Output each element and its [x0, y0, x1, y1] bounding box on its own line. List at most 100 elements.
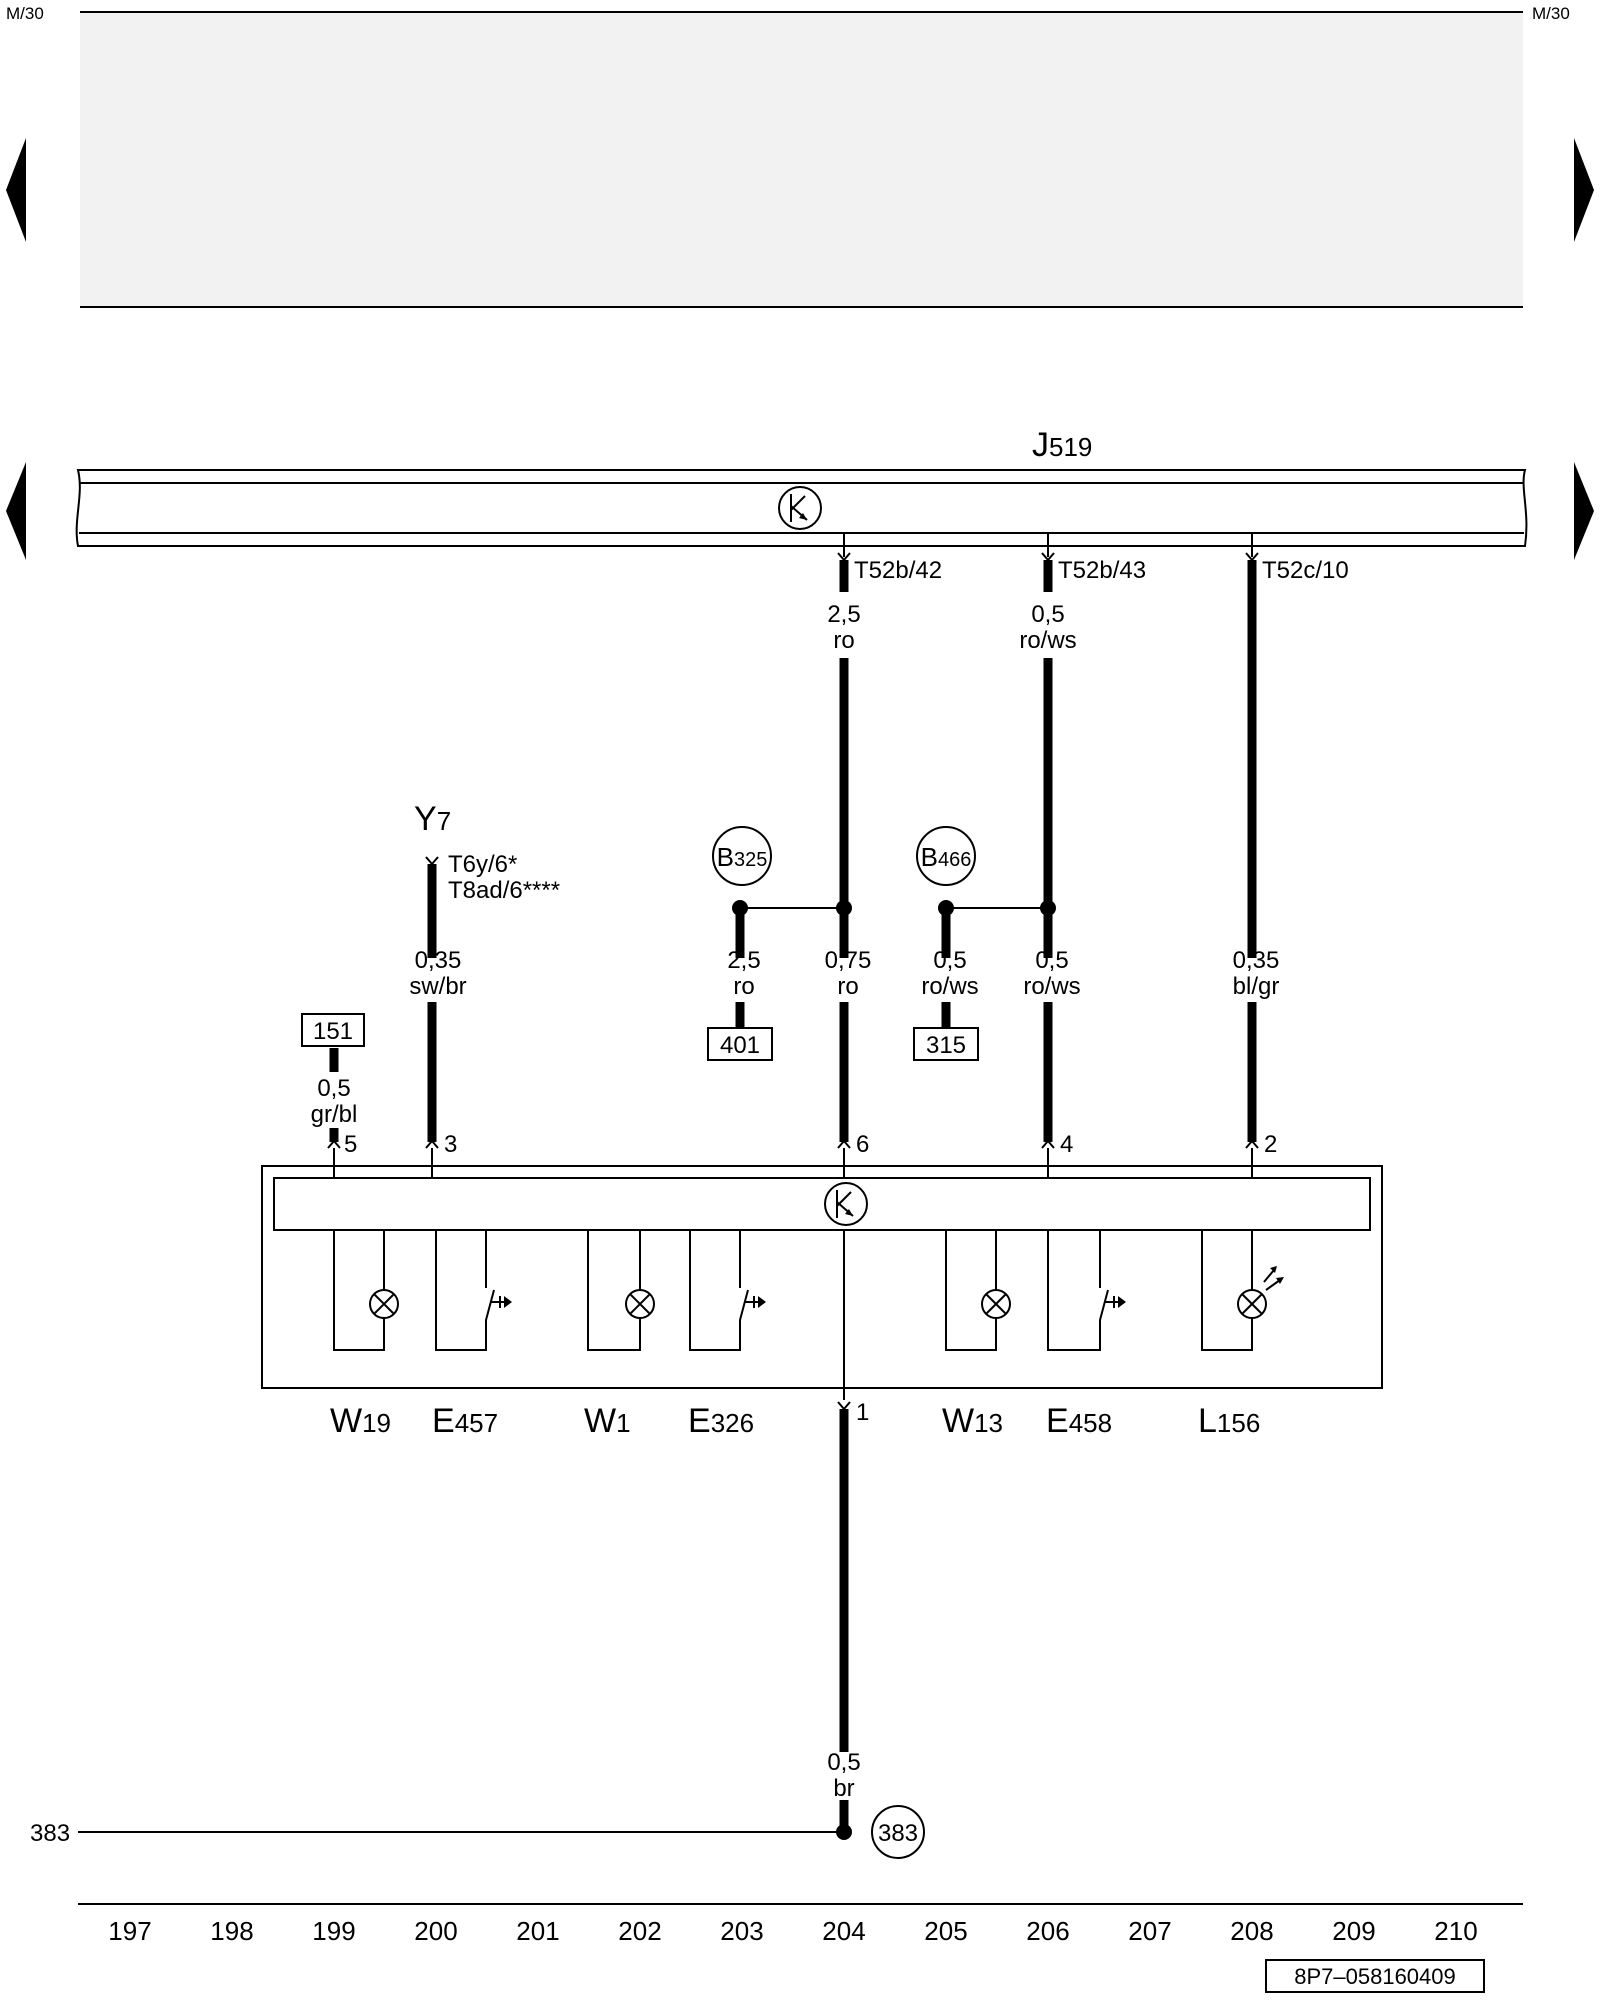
component-label: W19 [330, 1402, 391, 1440]
wire-size: 0,35 [1233, 947, 1280, 974]
header-left-label: M/30 [6, 4, 44, 23]
wire-size: 0,5 [317, 1075, 350, 1102]
connector-fork-icon [1245, 1139, 1259, 1149]
switch-pushbutton-icon [1104, 1296, 1126, 1308]
lamp-icon [625, 1289, 655, 1319]
component-label: Y7 [414, 800, 451, 838]
electronic-module-icon [824, 1182, 868, 1226]
nav-arrow-right-icon[interactable] [1574, 138, 1594, 242]
wire-color: ro [833, 627, 854, 654]
control-unit-j519: J519 [6, 426, 1594, 560]
nav-arrow-right-icon[interactable] [1574, 462, 1594, 560]
column-number: 210 [1434, 1916, 1477, 1946]
ground-point-circle [871, 1805, 925, 1859]
light-bulb-icon [1237, 1266, 1284, 1319]
wire-size: 0,75 [825, 947, 872, 974]
wire-color: ro/ws [1019, 627, 1076, 654]
pin-number: 2 [1264, 1131, 1277, 1158]
column-number: 199 [312, 1916, 355, 1946]
component-label: E458 [1046, 1402, 1112, 1440]
pin-number: 6 [856, 1131, 869, 1158]
splice-label: B325 [717, 842, 768, 872]
ground-reference-label: 383 [30, 1820, 70, 1847]
lamp-icon [369, 1289, 399, 1319]
switch-pushbutton-icon [490, 1296, 512, 1308]
column-number: 202 [618, 1916, 661, 1946]
switch-e458 [1047, 1230, 1109, 1351]
doc-id: 8P7–058160409 [1294, 1964, 1456, 1989]
pin-number: 1 [856, 1399, 869, 1426]
switch-e326 [689, 1230, 749, 1351]
component-label: L156 [1198, 1402, 1260, 1440]
component-label: E326 [688, 1402, 754, 1440]
warning-lamp-w19 [333, 1230, 385, 1351]
wire-size: 2,5 [827, 601, 860, 628]
connector-label: T6y/6* [448, 851, 517, 878]
wire-size: 2,5 [727, 947, 760, 974]
component-label: W1 [584, 1402, 631, 1440]
ground-point-label: 383 [878, 1820, 918, 1847]
switch-unit-housing [261, 1165, 1383, 1389]
wire-color: ro/ws [1023, 973, 1080, 1000]
column-number: 200 [414, 1916, 457, 1946]
nav-arrow-left-icon[interactable] [6, 138, 26, 242]
pin-number: 4 [1060, 1131, 1073, 1158]
splice-labels: B325 B466 [712, 826, 976, 886]
column-number: 198 [210, 1916, 253, 1946]
pin-number: 5 [344, 1131, 357, 1158]
nav-arrow-left-icon[interactable] [6, 462, 26, 560]
reference-box [301, 1013, 365, 1047]
switch-pushbutton-icon [744, 1296, 766, 1308]
wire-size: 0,5 [1031, 601, 1064, 628]
wire-labels-upper: 2,5 ro 0,5 ro/ws [827, 601, 1076, 654]
connector-fork-icon [837, 1139, 851, 1149]
connector-fork-icon [1041, 1139, 1055, 1149]
electronic-module-icon [778, 486, 822, 530]
header: M/30 M/30 [6, 4, 1594, 308]
column-number: 204 [822, 1916, 865, 1946]
wire-labels-middle: 0,5 gr/bl 0,35 sw/br 2,5 ro 0,75 ro 0,5 … [311, 947, 1280, 1128]
footer: 197 198 199 200 201 202 203 204 205 206 … [78, 1903, 1523, 1993]
connector-labels-top: T52b/42 T52b/43 T52c/10 [854, 557, 1349, 584]
component-label: E457 [432, 1402, 498, 1440]
illumination-bulb-l156 [1201, 1230, 1253, 1351]
doc-id-box [1265, 1959, 1485, 1993]
pin-number: 3 [444, 1131, 457, 1158]
component-y7: Y7 T6y/6* T8ad/6**** [414, 800, 560, 904]
lamp-icon [981, 1289, 1011, 1319]
splice-label: B466 [921, 842, 972, 872]
connector-fork-icon [837, 1401, 851, 1411]
connector-fork-icon [327, 1139, 341, 1149]
connector-label: T52b/43 [1058, 557, 1146, 584]
splice-circle [916, 826, 976, 886]
connector-fork-icon [425, 856, 439, 866]
wire-color: sw/br [409, 973, 466, 1000]
column-number: 206 [1026, 1916, 1069, 1946]
wire-color: ro [837, 973, 858, 1000]
connector-label: T52c/10 [1262, 557, 1349, 584]
ground: 0,5 br 383 383 [30, 1749, 925, 1859]
wire-color: bl/gr [1233, 973, 1280, 1000]
column-number: 197 [108, 1916, 151, 1946]
splice-circle [712, 826, 772, 886]
wire-size: 0,5 [827, 1749, 860, 1776]
component-labels: W19 E457 W1 E326 W13 E458 L156 [330, 1402, 1260, 1440]
warning-lamp-w13 [945, 1230, 997, 1351]
wiring [78, 533, 1259, 1840]
column-number: 207 [1128, 1916, 1171, 1946]
reference-box [707, 1027, 773, 1061]
wire-color: ro [733, 973, 754, 1000]
wire-color: br [833, 1775, 854, 1802]
connector-fork-icon [425, 1139, 439, 1149]
wire-color: gr/bl [311, 1101, 358, 1128]
column-number: 209 [1332, 1916, 1375, 1946]
header-right-label: M/30 [1532, 4, 1570, 23]
wire-color: ro/ws [921, 973, 978, 1000]
connector-label: T8ad/6**** [448, 877, 560, 904]
header-panel [80, 13, 1523, 307]
wire-size: 0,5 [933, 947, 966, 974]
column-number: 205 [924, 1916, 967, 1946]
control-unit-bar [75, 469, 1528, 547]
wire-size: 0,5 [1035, 947, 1068, 974]
